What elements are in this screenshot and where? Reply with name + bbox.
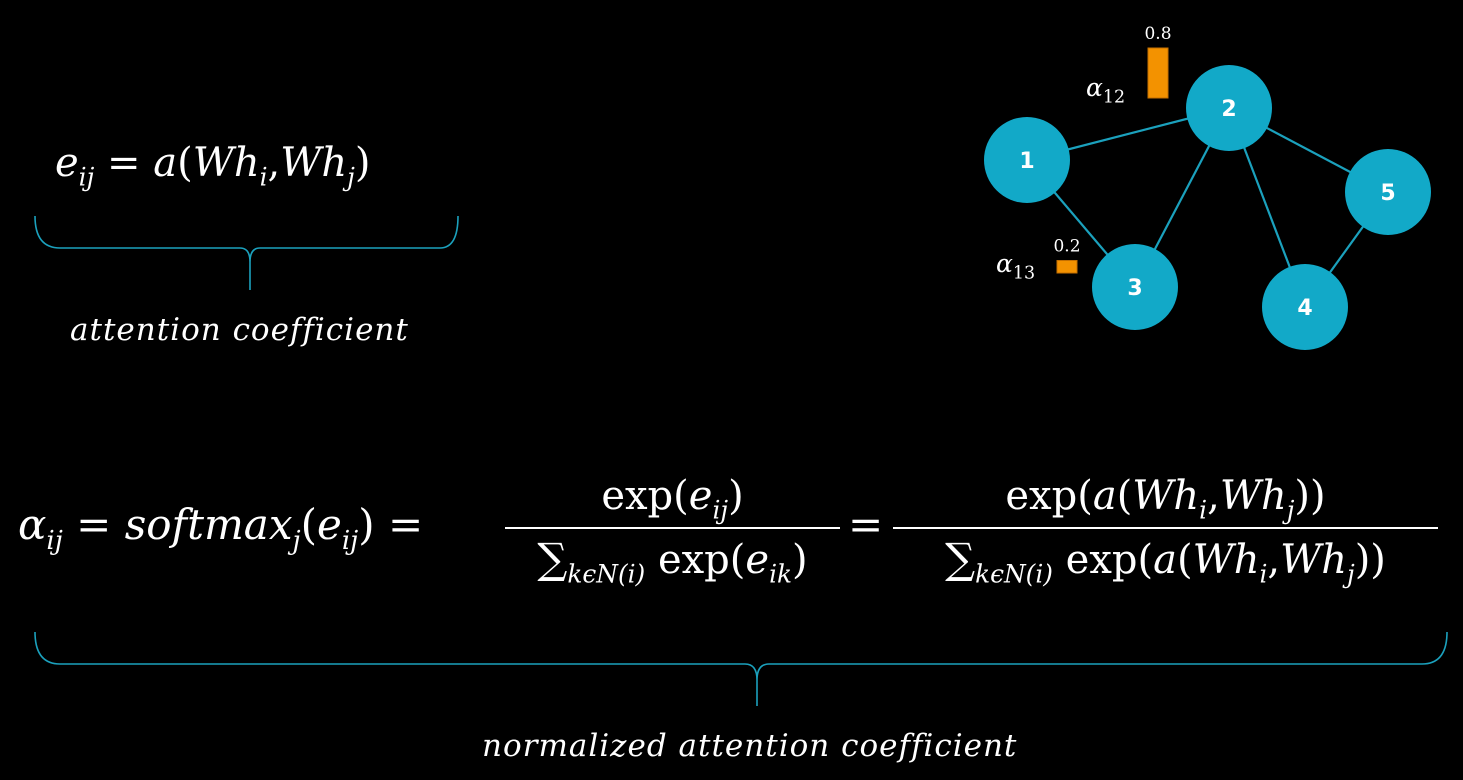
attention-bars: 0.8 0.2 xyxy=(1053,24,1172,274)
close-paren: ) xyxy=(354,140,371,186)
node-1: 1 xyxy=(984,117,1070,203)
node-circle-5 xyxy=(1345,149,1431,235)
open-paren: ( xyxy=(1176,537,1193,583)
sum-symbol: ∑ xyxy=(945,534,976,583)
sum-subscript: kϵN(i) xyxy=(567,559,646,589)
wh-j-subscript: j xyxy=(347,162,355,192)
node-label-1: 1 xyxy=(1019,149,1034,174)
e-arg: e xyxy=(317,500,342,549)
node-5: 5 xyxy=(1345,149,1431,235)
normalized-attention-coefficient-caption: normalized attention coefficient xyxy=(482,728,1018,764)
fraction-bar xyxy=(893,527,1438,529)
normalized-attention-equation-lhs: αij = softmaxj(eij) = xyxy=(18,500,423,556)
equals-sign-2: = xyxy=(388,500,424,549)
expanded-numerator: exp(a(Whi,Whj)) xyxy=(893,468,1438,524)
sum-symbol: ∑ xyxy=(537,534,568,583)
e-subscript: ij xyxy=(78,162,95,192)
node-circle-4 xyxy=(1262,264,1348,350)
e-den-subscript: ik xyxy=(769,559,793,589)
expanded-denominator: ∑kϵN(i) exp(a(Whi,Whj)) xyxy=(893,531,1438,591)
node-label-2: 2 xyxy=(1221,97,1236,122)
alpha-symbol: α xyxy=(1086,73,1103,102)
alpha-label-1-2: α12 xyxy=(1086,73,1125,108)
comma: , xyxy=(267,140,281,186)
exp-close: ) xyxy=(792,537,808,583)
wh-i: Wh xyxy=(1132,473,1200,519)
wh-j: Wh xyxy=(1280,537,1347,583)
a-function: a xyxy=(153,140,178,186)
attention-value-1-2: 0.8 xyxy=(1144,24,1171,44)
wh-j-subscript: j xyxy=(1347,559,1355,589)
e-arg-subscript: ij xyxy=(341,525,359,556)
attention-value-1-3: 0.2 xyxy=(1053,237,1080,257)
exp-open: exp( xyxy=(601,473,689,519)
node-circle-2 xyxy=(1186,65,1272,151)
attention-bar-1-3 xyxy=(1056,260,1078,274)
wh-j: Wh xyxy=(280,140,348,186)
expanded-fraction: exp(a(Whi,Whj)) ∑kϵN(i) exp(a(Whi,Whj)) xyxy=(893,468,1438,591)
node-4: 4 xyxy=(1262,264,1348,350)
bottom-brace xyxy=(34,631,1448,706)
wh-j: Wh xyxy=(1219,473,1287,519)
softmax-fraction: exp(eij) ∑kϵN(i) exp(eik) xyxy=(505,468,840,591)
exp-open: exp( xyxy=(657,537,746,583)
wh-i-subscript: i xyxy=(1259,559,1268,589)
e-num: e xyxy=(688,473,713,519)
attention-score-equation: eij = a(Whi,Whj) xyxy=(55,140,370,191)
equals-sign-1: = xyxy=(76,500,112,549)
top-brace xyxy=(34,215,459,290)
node-label-4: 4 xyxy=(1297,296,1312,321)
node-label-5: 5 xyxy=(1380,181,1395,206)
equals-sign: = xyxy=(107,140,141,186)
exp-open: exp( xyxy=(1005,473,1093,519)
sum-subscript: kϵN(i) xyxy=(975,559,1053,589)
a-function: a xyxy=(1153,537,1177,583)
exp-open: exp( xyxy=(1065,537,1154,583)
wh-i-subscript: i xyxy=(1199,495,1208,525)
close-paren: ) xyxy=(358,500,375,549)
equals-sign-3: = xyxy=(848,500,884,549)
alpha-label-1-3: α13 xyxy=(996,249,1035,284)
comma: , xyxy=(1207,473,1220,519)
node-2: 2 xyxy=(1186,65,1272,151)
fraction-bar xyxy=(505,527,840,529)
wh-i: Wh xyxy=(192,140,260,186)
fraction-numerator: exp(eij) xyxy=(505,468,840,524)
alpha-symbol: α xyxy=(996,249,1013,278)
node-label-3: 3 xyxy=(1127,276,1142,301)
open-paren: ( xyxy=(1116,473,1133,519)
softmax-label: softmax xyxy=(124,500,293,549)
fraction-denominator: ∑kϵN(i) exp(eik) xyxy=(505,531,840,591)
attention-coefficient-caption: attention coefficient xyxy=(70,312,409,348)
alpha-subscript: ij xyxy=(46,525,63,556)
alpha-symbol: α xyxy=(18,500,47,549)
softmax-subscript: j xyxy=(292,525,301,556)
attention-bar-1-2 xyxy=(1147,47,1169,99)
e-symbol: e xyxy=(55,140,79,186)
node-3: 3 xyxy=(1092,244,1178,330)
wh-i: Wh xyxy=(1192,537,1260,583)
open-paren: ( xyxy=(300,500,317,549)
alpha-subscript: 13 xyxy=(1012,263,1036,284)
wh-j-subscript: j xyxy=(1286,495,1295,525)
e-den: e xyxy=(745,537,770,583)
open-paren: ( xyxy=(177,140,193,186)
node-circle-1 xyxy=(984,117,1070,203)
e-num-subscript: ij xyxy=(712,495,729,525)
close-parens: )) xyxy=(1294,473,1326,519)
node-circle-3 xyxy=(1092,244,1178,330)
wh-i-subscript: i xyxy=(259,162,268,192)
a-function: a xyxy=(1092,473,1117,519)
comma: , xyxy=(1267,537,1281,583)
close-parens: )) xyxy=(1354,537,1386,583)
alpha-subscript: 12 xyxy=(1102,87,1126,108)
exp-close: ) xyxy=(728,473,744,519)
